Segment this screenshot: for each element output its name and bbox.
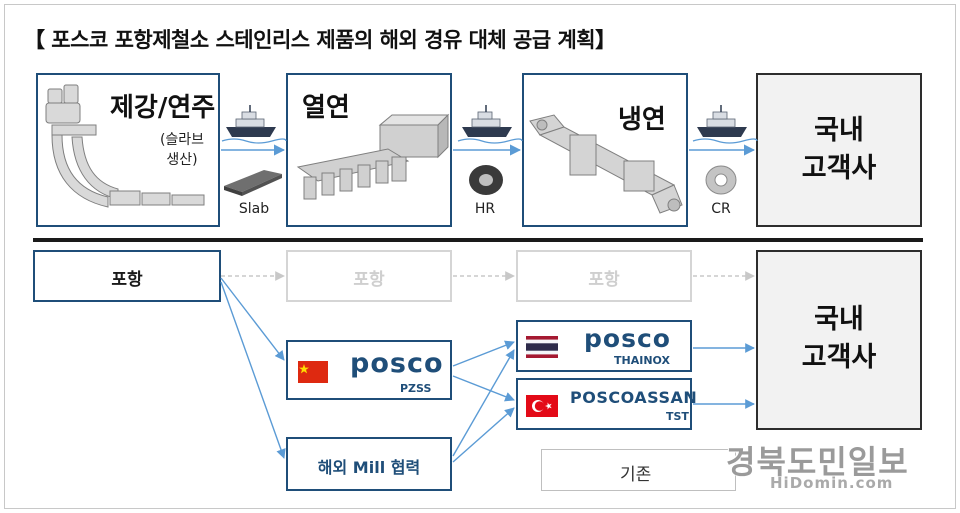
box-cold-rolling: 냉연 xyxy=(522,73,688,227)
section-divider xyxy=(33,238,923,242)
ship-icon xyxy=(221,105,287,144)
thailand-flag-icon xyxy=(526,336,558,358)
box-domestic-customer-bottom: 국내 고객사 xyxy=(756,250,922,430)
customer-top-line2: 고객사 xyxy=(801,153,877,184)
box-posco-assan: POSCOASSAN TST xyxy=(516,378,697,430)
cold-rolling-mill-illustration xyxy=(529,114,683,214)
image-frame xyxy=(4,4,956,509)
thainox-sub: THAINOX xyxy=(614,354,670,367)
customer-bottom-line2: 고객사 xyxy=(801,342,877,373)
box-steelmaking: 제강/연주 (슬라브 생산) xyxy=(36,73,220,227)
assan-brand: POSCOASSAN xyxy=(570,388,698,407)
customer-bottom-line1: 국내 xyxy=(814,304,864,335)
pohang-origin-label: 포항 xyxy=(111,270,143,290)
assan-sub: TST xyxy=(666,410,689,423)
pzss-sub: PZSS xyxy=(400,382,432,395)
arrow-mill-to-thainox xyxy=(452,349,515,457)
cold-coil-icon xyxy=(705,165,737,195)
box-pohang-origin: 포항 xyxy=(33,250,221,302)
box-posco-thainox: posco THAINOX xyxy=(516,320,692,372)
ship-icon xyxy=(692,105,758,144)
thainox-brand: posco xyxy=(584,324,671,353)
arrow-pzss-to-thainox xyxy=(452,340,515,367)
product-label-slab: Slab xyxy=(238,201,270,217)
steelmaking-sub-line1: (슬라브 xyxy=(159,132,205,148)
pohang-faded-1-label: 포항 xyxy=(353,270,385,290)
caster-machine-illustration xyxy=(45,84,205,208)
hot-rolling-mill-illustration xyxy=(296,113,450,200)
slab-icon xyxy=(224,170,282,196)
steelmaking-sub-line2: 생산) xyxy=(166,152,198,168)
arrow-mill-to-assan xyxy=(452,407,515,463)
overseas-mill-label: 해외 Mill 협력 xyxy=(317,458,421,477)
box-posco-pzss: posco PZSS xyxy=(286,340,452,400)
box-domestic-customer-top: 국내 고객사 xyxy=(756,73,922,227)
watermark-url: HiDomin.com xyxy=(770,474,894,492)
arrow-pohang-to-overseas-mill xyxy=(220,281,286,459)
ship-icon xyxy=(457,105,523,144)
legend-box: 기존 xyxy=(541,449,736,491)
arrow-pzss-to-assan xyxy=(452,375,515,402)
hot-rolling-label: 열연 xyxy=(302,93,350,123)
page-title: 【 포스코 포항제철소 스테인리스 제품의 해외 경유 대체 공급 계획】 xyxy=(24,28,616,52)
customer-top-line1: 국내 xyxy=(814,115,864,146)
arrow-pohang-to-pzss xyxy=(220,277,285,361)
box-overseas-mill: 해외 Mill 협력 xyxy=(286,437,452,491)
turkey-flag-icon xyxy=(526,395,558,417)
box-pohang-faded-2: 포항 xyxy=(516,250,692,302)
cold-rolling-label: 냉연 xyxy=(618,105,666,135)
china-flag-icon xyxy=(298,361,328,383)
hot-coil-icon xyxy=(469,165,503,195)
steelmaking-label: 제강/연주 xyxy=(110,93,216,123)
pzss-brand: posco xyxy=(350,348,444,379)
watermark-logo: 경북도민일보 xyxy=(726,443,909,481)
pohang-faded-2-label: 포항 xyxy=(588,270,620,290)
box-pohang-faded-1: 포항 xyxy=(286,250,452,302)
product-label-cr: CR xyxy=(711,201,731,217)
box-hot-rolling: 열연 xyxy=(286,73,452,227)
legend-existing-label: 기존 xyxy=(620,465,652,485)
product-label-hr: HR xyxy=(474,201,496,217)
